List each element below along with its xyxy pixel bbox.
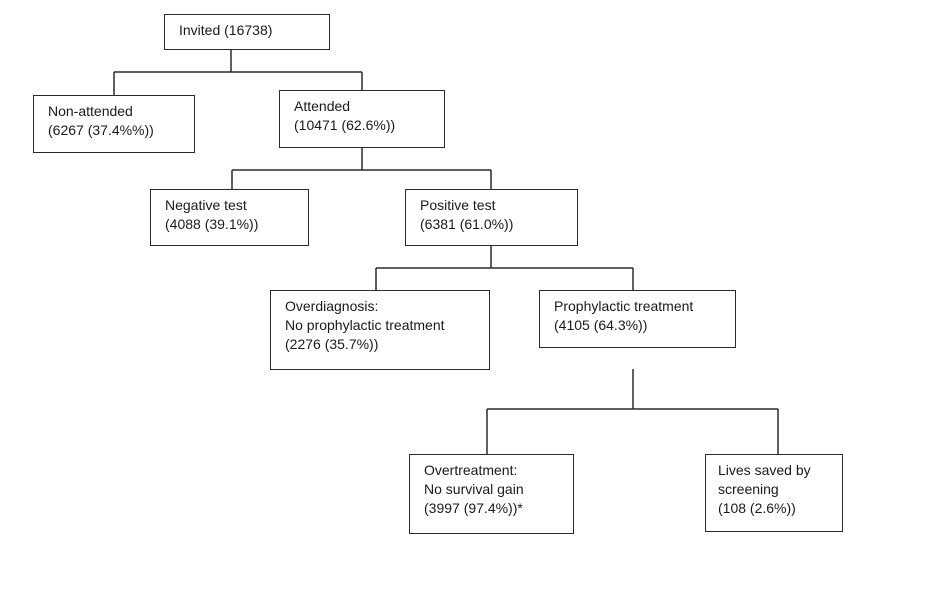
node-overdiagnosis: Overdiagnosis: No prophylactic treatment… (270, 290, 490, 370)
node-count: (10471 (62.6%)) (294, 117, 396, 133)
node-count: (4105 (64.3%)) (554, 317, 648, 333)
node-label: Negative test (165, 197, 247, 213)
node-description: No prophylactic treatment (285, 317, 445, 333)
node-label: Non-attended (48, 103, 133, 119)
node-label: Prophylactic treatment (554, 298, 694, 314)
node-positive-test: Positive test (6381 (61.0%)) (405, 189, 578, 246)
node-label: Attended (294, 98, 351, 114)
node-non-attended: Non-attended (6267 (37.4%%)) (33, 95, 195, 153)
node-overtreatment: Overtreatment: No survival gain (3997 (9… (409, 454, 574, 534)
node-lives-saved: Lives saved by screening (108 (2.6%)) (705, 454, 843, 532)
node-label: Invited (16738) (179, 22, 273, 38)
node-prophylactic-treatment: Prophylactic treatment (4105 (64.3%)) (539, 290, 736, 348)
node-count: (108 (2.6%)) (718, 500, 796, 516)
node-label: Lives saved by (718, 462, 811, 478)
node-count: (4088 (39.1%)) (165, 216, 259, 232)
node-count: (6381 (61.0%)) (420, 216, 514, 232)
node-count: (2276 (35.7%)) (285, 336, 379, 352)
node-attended: Attended (10471 (62.6%)) (279, 90, 445, 148)
node-label-continued: screening (718, 481, 779, 497)
node-count: (3997 (97.4%))* (424, 500, 523, 516)
node-count: (6267 (37.4%%)) (48, 122, 154, 138)
node-invited: Invited (16738) (164, 14, 330, 50)
node-description: No survival gain (424, 481, 524, 497)
node-label: Overtreatment: (424, 462, 518, 478)
node-label: Overdiagnosis: (285, 298, 379, 314)
node-label: Positive test (420, 197, 496, 213)
node-negative-test: Negative test (4088 (39.1%)) (150, 189, 309, 246)
